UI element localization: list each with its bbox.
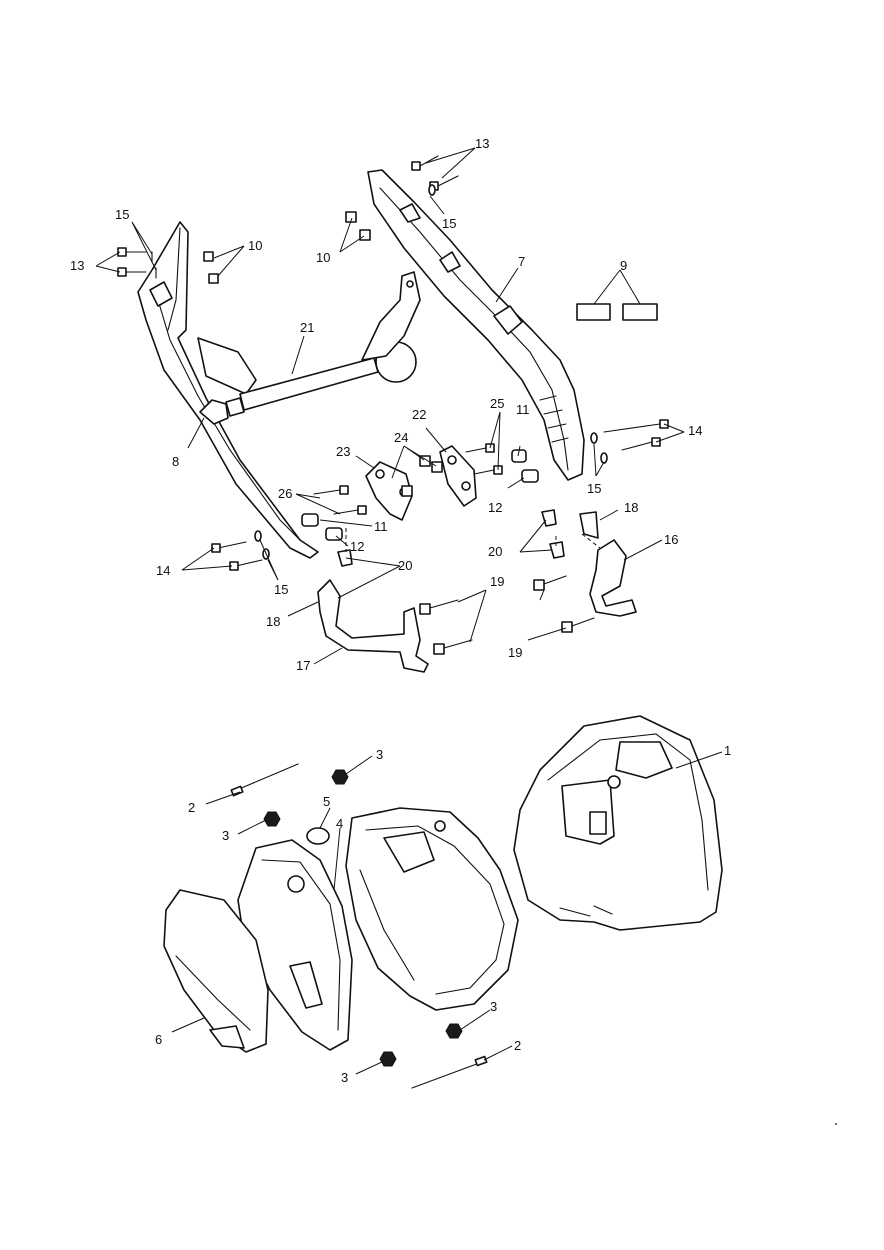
callout-7: 7 <box>518 254 525 269</box>
callout-3-left: 3 <box>222 828 229 843</box>
number-plates <box>576 303 658 321</box>
callout-15-right: 15 <box>587 481 601 496</box>
callout-20-right: 20 <box>488 544 502 559</box>
callout-10-left: 10 <box>248 238 262 253</box>
callout-6: 6 <box>155 1032 162 1047</box>
right-mounting-rail <box>367 169 585 481</box>
right-hook-16 <box>589 539 637 617</box>
callout-15-left: 15 <box>115 207 129 222</box>
callout-19-left: 19 <box>490 574 504 589</box>
callout-18-left: 18 <box>266 614 280 629</box>
callout-19-right: 19 <box>508 645 522 660</box>
callout-11-left: 11 <box>374 519 388 534</box>
callout-18-right: 18 <box>624 500 638 515</box>
fasteners <box>117 155 669 655</box>
callout-4: 4 <box>336 816 343 831</box>
callout-9: 9 <box>620 258 627 273</box>
stray-mark <box>835 1123 837 1125</box>
callout-25: 25 <box>490 396 504 411</box>
callouts: 13 15 10 10 15 13 9 7 21 8 14 15 25 11 1… <box>70 136 731 1085</box>
straps <box>230 763 488 1089</box>
lid-seal-5 <box>306 827 330 845</box>
callout-20-left: 20 <box>398 558 412 573</box>
callout-12-left: 12 <box>350 539 364 554</box>
bracket-plate-22 <box>439 445 477 507</box>
callout-13-left: 13 <box>70 258 84 273</box>
pannier-lid-6 <box>163 889 269 1053</box>
callout-26: 26 <box>278 486 292 501</box>
callout-17: 17 <box>296 658 310 673</box>
nuts <box>263 769 463 1067</box>
lower-hook-17 <box>317 579 429 673</box>
pannier-panel-middle <box>237 839 353 1051</box>
pannier-inner-frame-4 <box>345 807 519 1011</box>
callout-21: 21 <box>300 320 314 335</box>
callout-3-top: 3 <box>376 747 383 762</box>
callout-15-lower: 15 <box>274 582 288 597</box>
callout-13-top: 13 <box>475 136 489 151</box>
pannier-case-1 <box>513 715 723 931</box>
callout-15-top: 15 <box>442 216 456 231</box>
callout-14-left: 14 <box>156 563 170 578</box>
callout-22: 22 <box>412 407 426 422</box>
callout-16: 16 <box>664 532 678 547</box>
callout-11-right: 11 <box>516 402 530 417</box>
callout-2-top: 2 <box>188 800 195 815</box>
callout-5: 5 <box>323 794 330 809</box>
callout-8: 8 <box>172 454 179 469</box>
callout-3-bottom: 3 <box>341 1070 348 1085</box>
callout-10-upper: 10 <box>316 250 330 265</box>
callout-14-right: 14 <box>688 423 702 438</box>
leader-lines <box>95 147 723 1075</box>
callout-23: 23 <box>336 444 350 459</box>
crossbar-tube <box>197 271 421 417</box>
callout-2-bottom: 2 <box>514 1038 521 1053</box>
callout-1: 1 <box>724 743 731 758</box>
callout-3-right: 3 <box>490 999 497 1014</box>
left-mounting-frame <box>137 221 319 559</box>
callout-24: 24 <box>394 430 408 445</box>
callout-12-right: 12 <box>488 500 502 515</box>
